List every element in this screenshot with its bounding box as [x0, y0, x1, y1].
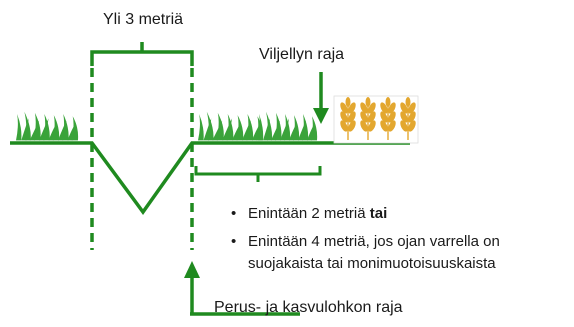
down-arrow-icon — [313, 72, 329, 124]
wheat-icon — [333, 95, 419, 144]
strip-brace — [194, 166, 322, 182]
grass-tuft-icon — [198, 111, 264, 141]
list-item: Enintään 2 metriä tai — [228, 203, 500, 225]
list-item: Enintään 4 metriä, jos ojan varrella on … — [228, 231, 500, 275]
field-edge-label: Viljellyn raja — [259, 46, 345, 63]
rule-text-line2: suojakaista tai monimuotoisuuskaista — [248, 255, 496, 272]
up-arrow-icon — [184, 261, 300, 316]
rule-emphasis: tai — [369, 205, 388, 222]
grass-tuft-icon — [258, 111, 318, 141]
width-brace — [90, 42, 194, 66]
ground-and-ditch-line — [10, 141, 410, 215]
parcel-boundary-label: Perus- ja kasvulohkon raja — [214, 299, 403, 316]
rule-text-line1: Enintään 4 metriä, jos ojan varrella on — [248, 233, 500, 250]
rules-list: Enintään 2 metriä tai Enintään 4 metriä,… — [228, 203, 500, 281]
width-label: Yli 3 metriä — [103, 11, 184, 28]
rule-text: Enintään 2 metriä — [248, 205, 366, 222]
grass-tuft-icon — [16, 111, 79, 141]
